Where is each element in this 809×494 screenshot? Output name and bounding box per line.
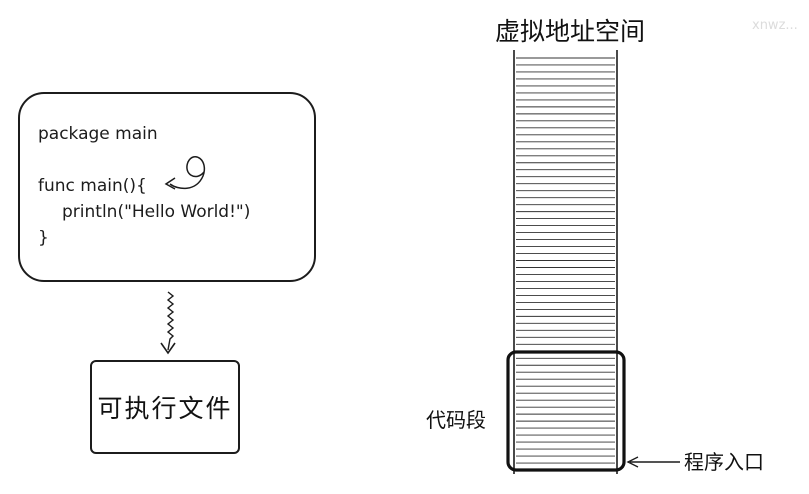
program-entry-label: 程序入口 (684, 450, 764, 474)
compile-arrowhead (160, 342, 176, 355)
source-code-box: package main func main(){ println("Hello… (18, 92, 316, 282)
virtual-address-space-title: 虚拟地址空间 (494, 17, 645, 46)
executable-file-box: 可执行文件 (90, 360, 240, 454)
entry-curl-arrow (169, 156, 206, 190)
entry-point-arrowhead (626, 456, 639, 468)
code-line-func: func main(){ (38, 176, 147, 196)
address-stripes (516, 57, 615, 471)
watermark: xnwz... (752, 18, 798, 33)
entry-curl-arrowhead (164, 177, 176, 190)
compile-squiggle (166, 291, 175, 351)
code-line-package: package main (38, 124, 158, 144)
executable-file-label: 可执行文件 (97, 394, 233, 423)
code-segment-box (506, 350, 626, 472)
code-line-close-brace: } (38, 228, 49, 248)
code-line-println: println("Hello World!") (62, 202, 251, 222)
address-space-column (513, 50, 618, 474)
code-segment-label: 代码段 (426, 408, 486, 432)
